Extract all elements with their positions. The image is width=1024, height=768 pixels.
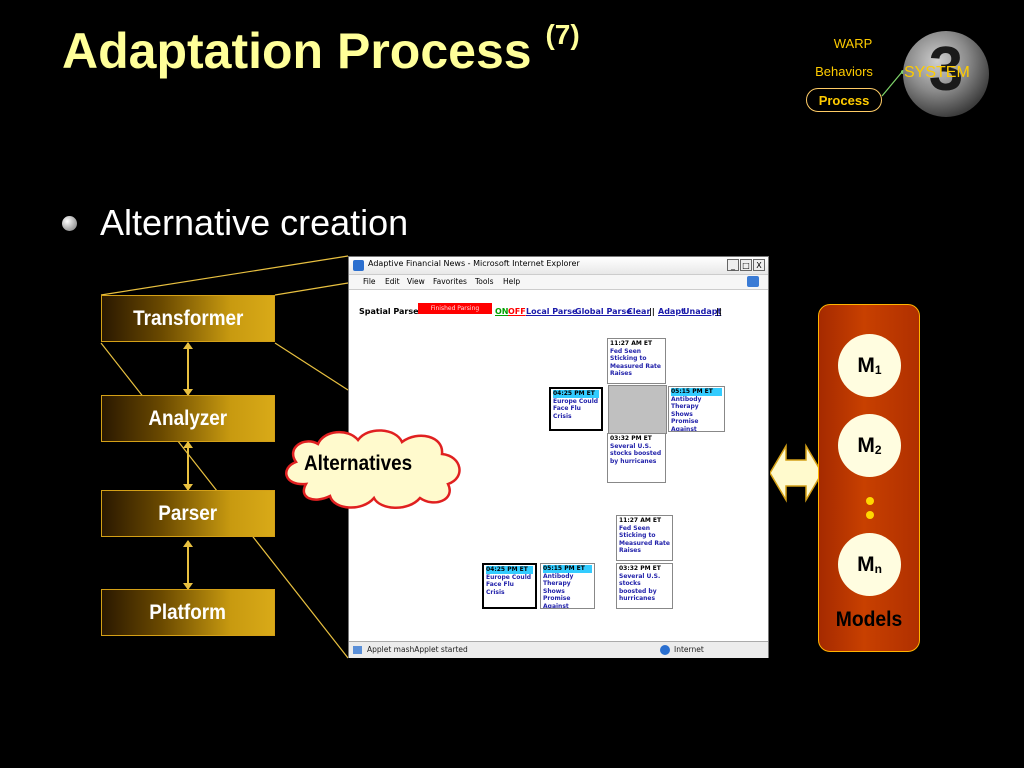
- layer-label: Parser: [158, 501, 218, 525]
- model-label: M: [857, 353, 875, 377]
- separator: ||: [649, 307, 655, 316]
- double-arrow-icon: [183, 441, 193, 491]
- status-text: Applet mashApplet started: [367, 645, 468, 654]
- slide-title-text: Adaptation Process: [62, 23, 532, 79]
- layer-label: Transformer: [132, 306, 244, 330]
- slide-title: Adaptation Process (7): [62, 19, 580, 80]
- model-label: M: [857, 552, 875, 576]
- model-sub: n: [874, 561, 882, 576]
- double-arrow-icon: [183, 342, 193, 396]
- news-time: 03:32 PM ET: [610, 435, 652, 442]
- link-off[interactable]: OFF: [508, 307, 526, 316]
- link-global-parse[interactable]: Global Parse: [575, 307, 632, 316]
- link-unadapt[interactable]: Unadapt: [683, 307, 722, 316]
- news-item-fed[interactable]: 11:27 AM ET Fed Seen Sticking to Measure…: [607, 338, 666, 384]
- maximize-button[interactable]: □: [740, 259, 752, 271]
- news-time: 05:15 PM ET: [543, 565, 592, 573]
- nav-behaviors[interactable]: Behaviors: [815, 64, 873, 79]
- windows-flag-icon: [747, 276, 759, 287]
- ellipsis-dot: [866, 497, 874, 505]
- empty-slot: [608, 385, 667, 434]
- link-clear[interactable]: Clear: [627, 307, 651, 316]
- separator: ||: [716, 307, 722, 316]
- menu-edit[interactable]: Edit: [385, 277, 400, 286]
- news-item-antibody[interactable]: 05:15 PM ET Antibody Therapy Shows Promi…: [540, 563, 595, 609]
- news-time: 03:32 PM ET: [619, 565, 661, 572]
- system-label[interactable]: SYSTEM: [904, 64, 970, 81]
- cloud-shape: [285, 429, 461, 509]
- browser-window: Adaptive Financial News - Microsoft Inte…: [348, 256, 769, 658]
- status-bar: Applet mashApplet started Internet: [349, 641, 768, 658]
- globe-icon: [660, 645, 670, 655]
- link-adapt[interactable]: Adapt: [658, 307, 685, 316]
- news-item-fed[interactable]: 11:27 AM ET Fed Seen Sticking to Measure…: [616, 515, 673, 561]
- model-sub: 1: [874, 362, 882, 377]
- minimize-button[interactable]: _: [727, 259, 739, 271]
- news-headline: Antibody Therapy Shows Promise Against A…: [671, 395, 702, 432]
- news-headline: Several U.S. stocks boosted by hurricane…: [619, 572, 661, 603]
- layer-label: Platform: [149, 600, 227, 624]
- news-headline: Europe Could Face Flu Crisis: [553, 397, 599, 420]
- news-item-us[interactable]: 03:32 PM ET Several U.S. stocks boosted …: [616, 563, 673, 609]
- zone-text: Internet: [674, 645, 704, 654]
- double-arrow-icon: [183, 540, 193, 590]
- alternatives-label: Alternatives: [304, 452, 413, 475]
- system-disc: [903, 31, 989, 117]
- menu-tools[interactable]: Tools: [475, 277, 494, 286]
- news-headline: Antibody Therapy Shows Promise Against A…: [543, 572, 574, 609]
- model-sub: 2: [874, 442, 882, 457]
- parser-status: Finished Parsing: [418, 303, 492, 314]
- link-local-parse[interactable]: Local Parse: [526, 307, 578, 316]
- news-item-europe[interactable]: 04:25 PM ET Europe Could Face Flu Crisis: [549, 387, 603, 431]
- layer-transformer: Transformer: [101, 295, 275, 342]
- nav-process[interactable]: Process: [806, 88, 882, 112]
- layer-platform: Platform: [101, 589, 275, 636]
- bullet-text: Alternative creation: [100, 202, 409, 243]
- news-time: 04:25 PM ET: [486, 566, 533, 574]
- models-caption: Models: [835, 608, 903, 631]
- bullet-icon: [62, 216, 77, 231]
- ellipsis-dot: [866, 511, 874, 519]
- parser-label: Spatial Parser:: [359, 307, 426, 316]
- news-headline: Fed Seen Sticking to Measured Rate Raise…: [610, 347, 661, 378]
- bidirectional-arrow-icon: [770, 443, 822, 503]
- slide-title-sup: (7): [545, 19, 580, 51]
- menu-help[interactable]: Help: [503, 277, 521, 286]
- news-time: 05:15 PM ET: [671, 388, 722, 396]
- news-time: 04:25 PM ET: [553, 390, 599, 398]
- nav-warp[interactable]: WARP: [833, 36, 873, 51]
- news-headline: Several U.S. stocks boosted by hurricane…: [610, 442, 662, 465]
- menu-bar: File Edit View Favorites Tools Help: [349, 275, 768, 290]
- news-time: 11:27 AM ET: [619, 517, 662, 524]
- menu-favorites[interactable]: Favorites: [433, 277, 467, 286]
- news-time: 11:27 AM ET: [610, 340, 653, 347]
- menu-view[interactable]: View: [407, 277, 425, 286]
- layer-parser: Parser: [101, 490, 275, 537]
- system-number: 3: [928, 34, 964, 104]
- model-label: M: [857, 433, 875, 457]
- news-headline: Fed Seen Sticking to Measured Rate Raise…: [619, 524, 670, 555]
- ie-icon: [353, 260, 364, 271]
- news-item-europe[interactable]: 04:25 PM ET Europe Could Face Flu Crisis: [482, 563, 537, 609]
- news-item-us[interactable]: 03:32 PM ET Several U.S. stocks boosted …: [607, 433, 666, 483]
- layer-label: Analyzer: [148, 406, 228, 430]
- window-title: Adaptive Financial News - Microsoft Inte…: [368, 259, 580, 268]
- news-headline: Europe Could Face Flu Crisis: [486, 573, 532, 596]
- layer-analyzer: Analyzer: [101, 395, 275, 442]
- page-icon: [353, 646, 362, 654]
- news-item-antibody[interactable]: 05:15 PM ET Antibody Therapy Shows Promi…: [668, 386, 725, 432]
- link-on[interactable]: ON: [495, 307, 509, 316]
- close-button[interactable]: X: [753, 259, 765, 271]
- menu-file[interactable]: File: [363, 277, 376, 286]
- window-titlebar[interactable]: Adaptive Financial News - Microsoft Inte…: [349, 257, 768, 275]
